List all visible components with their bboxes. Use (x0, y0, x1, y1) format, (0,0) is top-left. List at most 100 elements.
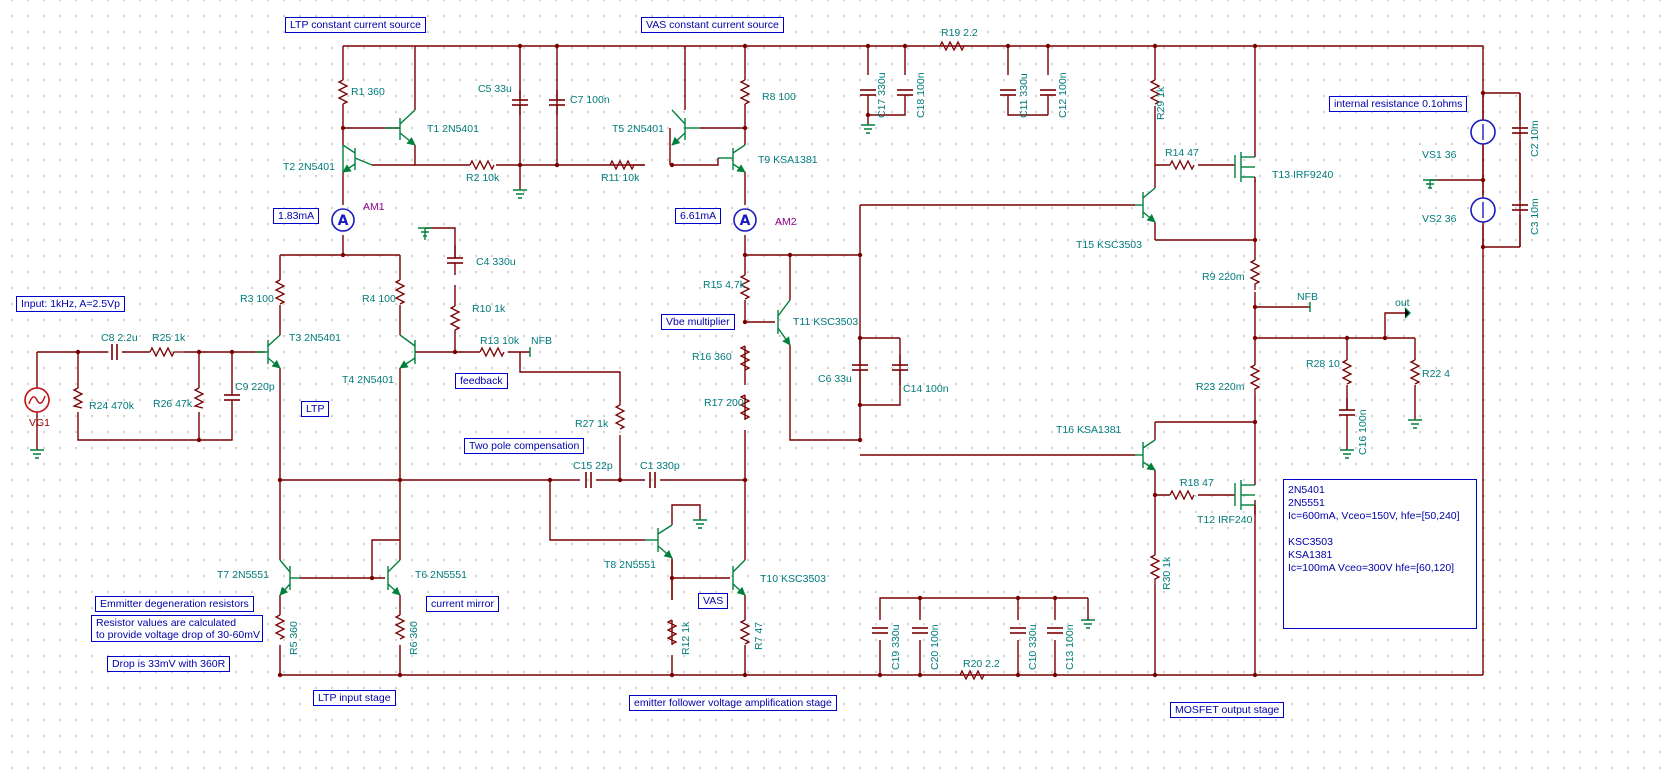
label-c20: C20 100n (929, 624, 941, 670)
label-t15: T15 KSC3503 (1076, 239, 1142, 251)
label-r27: R27 1k (575, 418, 609, 430)
annotation-feedback: feedback (455, 373, 508, 389)
label-r19: R19 2.2 (941, 27, 978, 39)
annotation-emitter-degeneration: Emmitter degeneration resistors (95, 596, 254, 612)
spec-line-5: KSC3503 (1288, 536, 1333, 548)
label-c11: C11 330u (1018, 73, 1030, 118)
label-r7: R7 47 (753, 622, 765, 650)
spec-line-1: 2N5401 (1288, 484, 1325, 496)
label-out: out (1395, 297, 1410, 309)
label-c9: C9 220p (235, 381, 275, 393)
label-c1: C1 330p (640, 460, 680, 472)
spec-line-7: Ic=100mA Vceo=300V hfe=[60,120] (1288, 562, 1455, 574)
label-c3: C3 10m (1529, 198, 1541, 235)
label-r29: R29 1k (1155, 86, 1167, 120)
label-nfb-out: NFB (1297, 291, 1318, 303)
label-nfb-in: NFB (531, 335, 552, 347)
label-t10: T10 KSC3503 (760, 573, 826, 585)
label-c17: C17 330u (876, 72, 888, 118)
label-t11: T11 KSC3503 (793, 316, 858, 328)
transistor-specs-box: 2N5401 2N5551 Ic=600mA, Vceo=150V, hfe=[… (1283, 479, 1477, 629)
label-t1: T1 2N5401 (427, 123, 479, 135)
supply-source-vs1 (1470, 119, 1496, 145)
label-c12: C12 100n (1057, 72, 1069, 118)
label-r13: R13 10k (480, 335, 520, 347)
label-r23: R23 220m (1196, 381, 1245, 393)
label-r9: R9 220m (1202, 271, 1245, 283)
label-r14: R14 47 (1165, 147, 1199, 159)
label-r12: R12 1k (680, 621, 692, 655)
annotation-current-mirror: current mirror (426, 596, 500, 612)
annotation-mosfet-stage: MOSFET output stage (1170, 702, 1285, 718)
annotation-two-pole: Two pole compensation (464, 438, 585, 454)
label-r30: R30 1k (1161, 556, 1173, 590)
ammeter-am1: A (331, 208, 355, 232)
label-r28: R28 10 (1306, 358, 1340, 370)
label-c14: C14 100n (903, 383, 949, 395)
spec-line-2: 2N5551 (1288, 497, 1325, 509)
label-r20: R20 2.2 (963, 658, 1000, 670)
label-t4: T4 2N5401 (342, 374, 394, 386)
label-t9: T9 KSA1381 (758, 154, 818, 166)
label-t3: T3 2N5401 (289, 332, 341, 344)
label-c5: C5 33u (478, 83, 512, 95)
label-c13: C13 100n (1064, 624, 1076, 670)
label-r18: R18 47 (1180, 477, 1214, 489)
annotation-am1-reading: 1.83mA (273, 208, 320, 224)
annotation-input: Input: 1kHz, A=2.5Vp (16, 296, 125, 312)
label-c16: C16 100n (1357, 409, 1369, 455)
transistors (255, 109, 1256, 600)
label-r6: R6 360 (408, 621, 420, 655)
annotation-ltp-input-stage: LTP input stage (313, 690, 396, 706)
annotation-drop: Drop is 33mV with 360R (107, 656, 231, 672)
label-t7: T7 2N5551 (217, 569, 269, 581)
label-c4: C4 330u (476, 256, 516, 268)
label-c8: C8 2.2u (101, 332, 138, 344)
ammeter-am2: A (733, 208, 757, 232)
label-r4: R4 100 (362, 293, 396, 305)
am1-symbol: A (338, 213, 349, 229)
label-c6: C6 33u (818, 373, 852, 385)
label-t12: T12 IRF240 (1197, 514, 1253, 526)
resistor-values-line-2: to provide voltage drop of 30-60mV (96, 629, 261, 641)
label-t5: T5 2N5401 (612, 123, 664, 135)
label-r8: R8 100 (762, 91, 796, 103)
label-r2: R2 10k (466, 172, 500, 184)
spec-line-4 (1288, 523, 1472, 536)
label-t6: T6 2N5551 (415, 569, 467, 581)
annotation-resistor-values: Resistor values are calculated to provid… (91, 615, 263, 642)
capacitors (111, 89, 1528, 634)
label-r25: R25 1k (152, 332, 186, 344)
label-c10: C10 330u (1027, 624, 1039, 670)
label-c18: C18 100n (915, 72, 927, 118)
spec-line-3: Ic=600mA, Vceo=150V, hfe=[50,240] (1288, 510, 1460, 522)
supply-source-vs2 (1470, 197, 1496, 223)
label-r15: R15 4.7k (703, 279, 746, 291)
label-r10: R10 1k (472, 303, 506, 315)
annotation-am2-reading: 6.61mA (675, 208, 722, 224)
label-vs2: VS2 36 (1422, 213, 1457, 225)
label-vg1: VG1 (29, 417, 50, 429)
spec-line-6: KSA1381 (1288, 549, 1333, 561)
label-r11: R11 10k (601, 172, 640, 184)
label-c7: C7 100n (570, 94, 610, 106)
label-r16: R16 360 (692, 351, 732, 363)
grounds (30, 124, 1437, 629)
label-r5: R5 360 (288, 621, 300, 655)
label-r22: R22 4 (1422, 368, 1450, 380)
resistor-values-line-1: Resistor values are calculated (96, 617, 237, 629)
label-t2: T2 2N5401 (283, 161, 335, 173)
annotation-vbe-multiplier: Vbe multiplier (661, 314, 735, 330)
signal-source-vg1 (24, 387, 50, 413)
annotation-vas-ccs: VAS constant current source (641, 17, 784, 33)
label-t8: T8 2N5551 (604, 559, 656, 571)
junction-dots (75, 43, 1486, 678)
label-c2: C2 10m (1529, 120, 1541, 157)
label-r17: R17 200 (704, 397, 744, 409)
annotation-ltp-ccs: LTP constant current source (285, 17, 426, 33)
annotation-ef-vas-stage: emitter follower voltage amplification s… (629, 695, 837, 711)
label-r26: R26 47k (153, 398, 193, 410)
label-vs1: VS1 36 (1422, 149, 1457, 161)
